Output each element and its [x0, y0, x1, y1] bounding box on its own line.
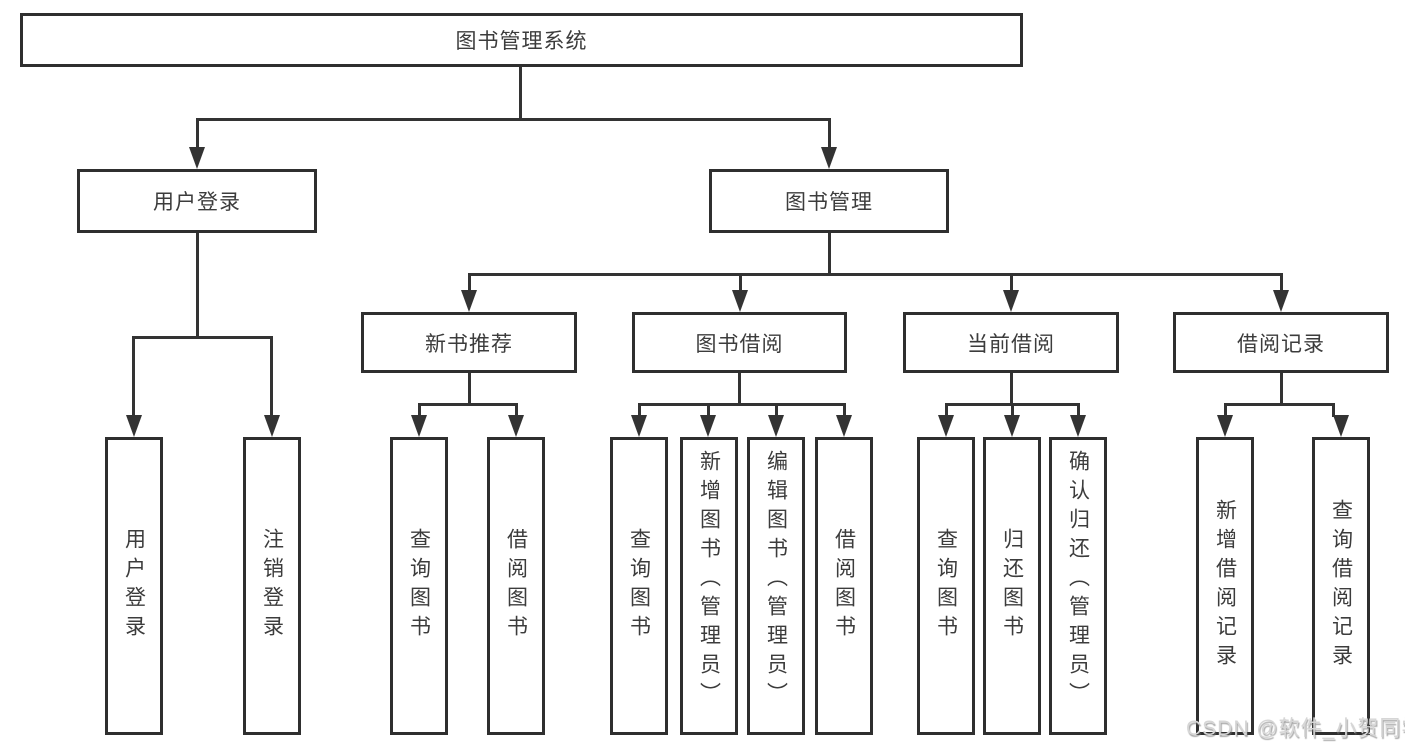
connector-nbr-stem — [468, 373, 471, 405]
arrow-down-icon — [1273, 290, 1289, 312]
connector-root-stem — [519, 67, 522, 118]
leaf-nbr-borrow-books: 借阅图书 — [487, 437, 545, 735]
leaf-bb-edit-books-admin-label: 编辑图书（管理员） — [764, 450, 788, 711]
connector-drop — [707, 403, 710, 417]
leaf-br-add-record-label: 新增借阅记录 — [1213, 499, 1237, 673]
leaf-bb-add-books-admin-label: 新增图书（管理员） — [697, 450, 721, 711]
connector-nbr-rail — [418, 403, 518, 406]
leaf-bb-query-books-label: 查询图书 — [627, 528, 651, 644]
connector-drop — [418, 403, 421, 417]
csdn-watermark: CSDN @软件_小贺同学 — [1186, 717, 1405, 740]
node-new-book-recommend-label: 新书推荐 — [425, 332, 513, 356]
arrow-down-icon — [938, 415, 954, 437]
arrow-down-icon — [1333, 415, 1349, 437]
node-root-label: 图书管理系统 — [455, 30, 588, 53]
connector-cb-stem — [1010, 373, 1013, 405]
arrow-down-icon — [461, 290, 477, 312]
arrow-down-icon — [1217, 415, 1233, 437]
connector-userlogin-rail — [132, 336, 273, 339]
arrow-down-icon — [1004, 415, 1020, 437]
node-current-borrowing-label: 当前借阅 — [967, 332, 1055, 356]
leaf-cb-confirm-return-admin-label: 确认归还（管理员） — [1066, 450, 1090, 711]
leaf-cb-query-books: 查询图书 — [917, 437, 975, 735]
arrow-down-icon — [732, 290, 748, 312]
leaf-nbr-borrow-books-label: 借阅图书 — [504, 528, 528, 644]
connector-drop — [945, 403, 948, 417]
arrow-down-icon — [411, 415, 427, 437]
arrow-down-icon — [1003, 290, 1019, 312]
leaf-br-add-record: 新增借阅记录 — [1196, 437, 1254, 735]
node-borrow-records: 借阅记录 — [1173, 312, 1389, 373]
leaf-bb-query-books: 查询图书 — [610, 437, 668, 735]
node-user-login: 用户登录 — [77, 169, 317, 233]
leaf-cb-return-books-label: 归还图书 — [1000, 528, 1024, 644]
connector-bb-rail — [638, 403, 846, 406]
node-user-login-label: 用户登录 — [153, 191, 241, 214]
node-root: 图书管理系统 — [20, 13, 1023, 67]
node-new-book-recommend: 新书推荐 — [361, 312, 577, 373]
connector-l2-rail — [197, 118, 831, 121]
arrow-down-icon — [700, 415, 716, 437]
leaf-bb-borrow-books: 借阅图书 — [815, 437, 873, 735]
connector-drop — [1011, 403, 1014, 417]
leaf-logout: 注销登录 — [243, 437, 301, 735]
connector-drop — [270, 336, 273, 415]
connector-br-rail — [1224, 403, 1335, 406]
leaf-bb-borrow-books-label: 借阅图书 — [832, 528, 856, 644]
leaf-nbr-query-books: 查询图书 — [390, 437, 448, 735]
leaf-bb-add-books-admin: 新增图书（管理员） — [680, 437, 738, 735]
connector-drop — [739, 273, 742, 293]
leaf-nbr-query-books-label: 查询图书 — [407, 528, 431, 644]
node-borrow-records-label: 借阅记录 — [1237, 332, 1325, 356]
leaf-br-query-record-label: 查询借阅记录 — [1329, 499, 1353, 673]
node-current-borrowing: 当前借阅 — [903, 312, 1119, 373]
connector-drop — [1280, 273, 1283, 293]
connector-drop — [1077, 403, 1080, 417]
connector-bookmgmt-stem — [828, 233, 831, 273]
node-book-management: 图书管理 — [709, 169, 949, 233]
connector-drop — [468, 273, 471, 293]
leaf-bb-edit-books-admin: 编辑图书（管理员） — [747, 437, 805, 735]
leaf-user-login-label: 用户登录 — [122, 528, 146, 644]
connector-l2-left-drop — [196, 118, 199, 150]
arrow-down-icon — [1070, 415, 1086, 437]
node-book-management-label: 图书管理 — [785, 191, 873, 214]
leaf-br-query-record: 查询借阅记录 — [1312, 437, 1370, 735]
arrow-down-icon — [631, 415, 647, 437]
connector-l3-rail — [468, 273, 1283, 276]
node-book-borrowing-label: 图书借阅 — [695, 332, 784, 356]
arrow-down-icon — [126, 415, 142, 437]
leaf-cb-confirm-return-admin: 确认归还（管理员） — [1049, 437, 1107, 735]
connector-drop — [843, 403, 846, 417]
connector-drop — [638, 403, 641, 417]
leaf-cb-query-books-label: 查询图书 — [934, 528, 958, 644]
leaf-cb-return-books: 归还图书 — [983, 437, 1041, 735]
connector-userlogin-stem — [196, 233, 199, 336]
connector-drop — [132, 336, 135, 415]
arrow-down-icon — [836, 415, 852, 437]
connector-drop — [1224, 403, 1227, 417]
arrow-down-icon — [189, 147, 205, 169]
connector-br-stem — [1280, 373, 1283, 405]
connector-l2-right-drop — [828, 118, 831, 150]
arrow-down-icon — [821, 147, 837, 169]
arrow-down-icon — [768, 415, 784, 437]
connector-drop — [1332, 403, 1335, 417]
arrow-down-icon — [264, 415, 280, 437]
connector-bb-stem — [738, 373, 741, 405]
arrow-down-icon — [508, 415, 524, 437]
connector-drop — [1010, 273, 1013, 293]
leaf-user-login: 用户登录 — [105, 437, 163, 735]
connector-drop — [515, 403, 518, 417]
leaf-logout-label: 注销登录 — [260, 528, 284, 644]
node-book-borrowing: 图书借阅 — [632, 312, 847, 373]
connector-drop — [775, 403, 778, 417]
